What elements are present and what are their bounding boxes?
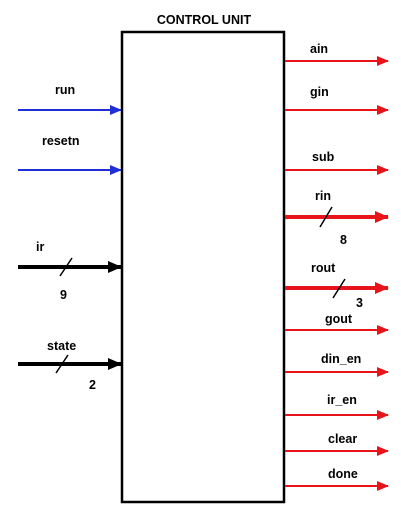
- output-done: done: [285, 467, 389, 491]
- output-sub: sub: [285, 150, 389, 175]
- input-run-label: run: [55, 83, 75, 97]
- output-done-label: done: [328, 467, 358, 481]
- input-ir: ir 9: [18, 240, 122, 302]
- output-ir-en: ir_en: [285, 393, 389, 420]
- output-rout-bus-slash: [332, 278, 346, 299]
- output-gout: gout: [285, 312, 389, 335]
- input-run: run: [18, 83, 122, 115]
- output-rin-bus-slash: [319, 206, 333, 228]
- output-ain-label: ain: [310, 42, 328, 56]
- output-rin-label: rin: [315, 189, 331, 203]
- input-ir-bus-slash: [59, 257, 73, 277]
- output-clear: clear: [285, 432, 389, 456]
- output-gout-label: gout: [325, 312, 353, 326]
- input-state-label: state: [47, 339, 76, 353]
- output-din-en: din_en: [285, 352, 389, 377]
- control-unit-block: [120, 30, 286, 504]
- input-resetn: resetn: [18, 134, 122, 175]
- output-rout: rout 3: [285, 261, 389, 310]
- input-state-width: 2: [89, 378, 96, 392]
- output-rout-width: 3: [356, 296, 363, 310]
- block-title: CONTROL UNIT: [157, 13, 252, 27]
- output-ir-en-label: ir_en: [327, 393, 357, 407]
- input-ir-width: 9: [60, 288, 67, 302]
- output-clear-label: clear: [328, 432, 357, 446]
- output-rin: rin 8: [285, 189, 389, 247]
- output-sub-label: sub: [312, 150, 335, 164]
- input-ir-label: ir: [36, 240, 44, 254]
- output-rin-width: 8: [340, 233, 347, 247]
- output-rout-label: rout: [311, 261, 336, 275]
- input-resetn-label: resetn: [42, 134, 80, 148]
- input-state-bus-slash: [55, 354, 69, 374]
- output-ain: ain: [285, 42, 389, 66]
- output-gin: gin: [285, 85, 389, 115]
- output-din-en-label: din_en: [321, 352, 361, 366]
- input-state: state 2: [18, 339, 122, 392]
- output-gin-label: gin: [310, 85, 329, 99]
